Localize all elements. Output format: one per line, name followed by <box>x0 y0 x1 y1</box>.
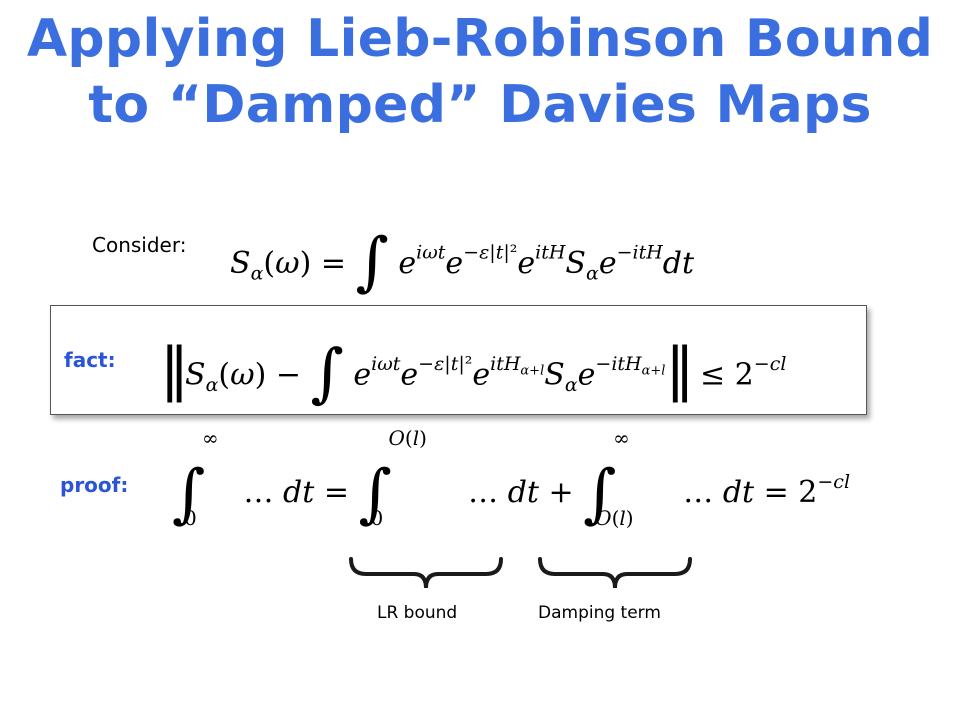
slide-title: Applying Lieb-Robinson Bound to “Damped”… <box>0 6 960 138</box>
proof-label: proof: <box>60 473 129 497</box>
title-line-1: Applying Lieb-Robinson Bound <box>26 9 934 69</box>
brace-damping-term <box>538 557 692 589</box>
damping-term-label: Damping term <box>538 603 661 623</box>
integral-0-ol: ∫O(l)0 <box>358 426 427 531</box>
fact-label: fact: <box>64 348 116 372</box>
proof-equation: ∫∞0 … dt = ∫O(l)0 … dt + ∫∞O(l) … dt = 2… <box>172 426 851 531</box>
fact-box <box>50 305 867 415</box>
integral-0-inf: ∫∞0 <box>172 426 219 531</box>
consider-label: Consider: <box>92 233 187 257</box>
consider-equation: Sα(ω) = ∫ eiωte−ε|t|²eitHSαe−itHdt <box>230 225 695 299</box>
lr-bound-label: LR bound <box>377 603 458 623</box>
brace-lr-bound <box>349 557 503 589</box>
fact-inequality: ‖Sα(ω) − ∫ eiωte−ε|t|²eitHα+lSαe−itHα+l‖… <box>160 335 787 411</box>
title-line-2: to “Damped” Davies Maps <box>88 75 872 135</box>
integral-ol-inf: ∫∞O(l) <box>583 426 634 531</box>
